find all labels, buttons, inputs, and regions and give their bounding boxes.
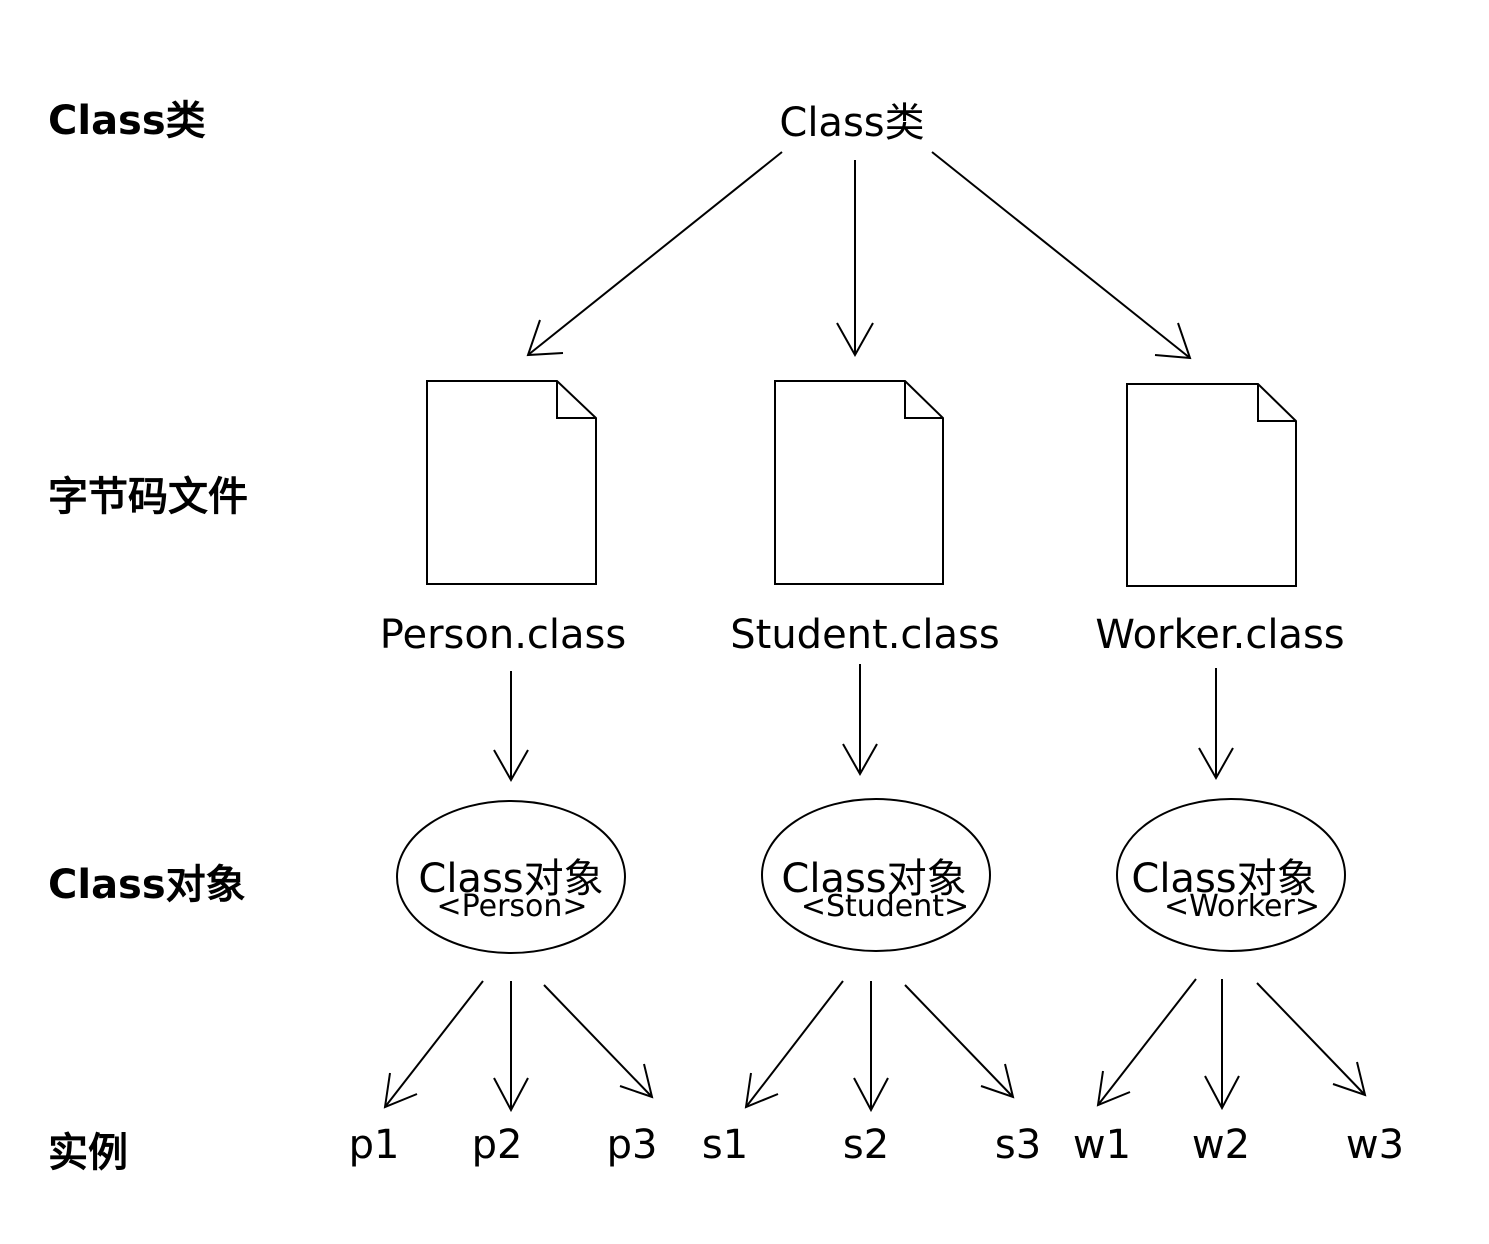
row-label-class-objects: Class对象 <box>48 862 246 908</box>
class-object-title-worker: Class对象 <box>1131 856 1317 902</box>
instance-label: p3 <box>606 1122 658 1168</box>
class-object-title-person: Class对象 <box>418 856 604 902</box>
instance-label: p1 <box>348 1122 400 1168</box>
arrowhead-person-file-to-object <box>493 749 529 783</box>
row-label-instances: 实例 <box>48 1130 128 1176</box>
file-icon-student <box>774 380 944 585</box>
instance-label: w2 <box>1191 1122 1251 1168</box>
class-object-type-worker: <Worker> <box>1164 889 1320 924</box>
arrowhead-worker-file-to-object <box>1198 747 1234 781</box>
arrow-worker-to-w3 <box>1256 982 1366 1096</box>
class-object-ellipse-worker <box>1116 798 1346 952</box>
instance-label: s3 <box>994 1122 1042 1168</box>
file-icon-worker <box>1126 383 1297 587</box>
instance-label: w3 <box>1345 1122 1405 1168</box>
arrowhead-person-to-p3 <box>619 1063 654 1099</box>
arrow-worker-to-w1 <box>1097 978 1197 1106</box>
class-object-type-person: <Person> <box>436 889 588 924</box>
instance-label: w1 <box>1072 1122 1132 1168</box>
arrowhead-person-to-p1 <box>383 1072 418 1109</box>
instance-label: p2 <box>471 1122 523 1168</box>
file-label-person: Person.class <box>379 612 627 658</box>
arrowhead-student-to-s2 <box>853 1077 889 1113</box>
file-label-student: Student.class <box>730 612 1000 658</box>
class-object-title-student: Class对象 <box>781 856 967 902</box>
arrowhead-root-to-worker <box>1154 322 1192 360</box>
arrowhead-student-file-to-object <box>842 743 878 777</box>
arrowhead-root-to-student <box>836 322 874 358</box>
row-label-class-class: Class类 <box>48 98 206 144</box>
class-object-type-student: <Student> <box>800 889 970 924</box>
arrowhead-worker-to-w3 <box>1332 1061 1367 1097</box>
class-object-ellipse-person <box>396 800 626 954</box>
file-label-worker: Worker.class <box>1095 612 1345 658</box>
arrow-root-to-worker <box>931 151 1191 359</box>
arrow-person-to-p1 <box>384 980 484 1108</box>
arrow-student-to-s1 <box>745 980 844 1108</box>
arrowhead-root-to-person <box>526 319 564 357</box>
class-object-ellipse-student <box>761 798 991 952</box>
arrowhead-person-to-p2 <box>493 1077 529 1113</box>
row-label-bytecode-files: 字节码文件 <box>48 474 248 520</box>
arrow-student-to-s3 <box>904 984 1014 1098</box>
arrow-root-to-person <box>527 151 783 356</box>
arrow-person-to-p3 <box>543 984 653 1098</box>
arrowhead-worker-to-w2 <box>1204 1075 1240 1111</box>
arrowhead-student-to-s1 <box>744 1072 779 1109</box>
instance-label: s2 <box>842 1122 890 1168</box>
arrowhead-worker-to-w1 <box>1096 1070 1131 1107</box>
root-node-label: Class类 <box>779 100 925 146</box>
file-icon-person <box>426 380 597 585</box>
instance-label: s1 <box>701 1122 749 1168</box>
arrowhead-student-to-s3 <box>980 1063 1015 1099</box>
